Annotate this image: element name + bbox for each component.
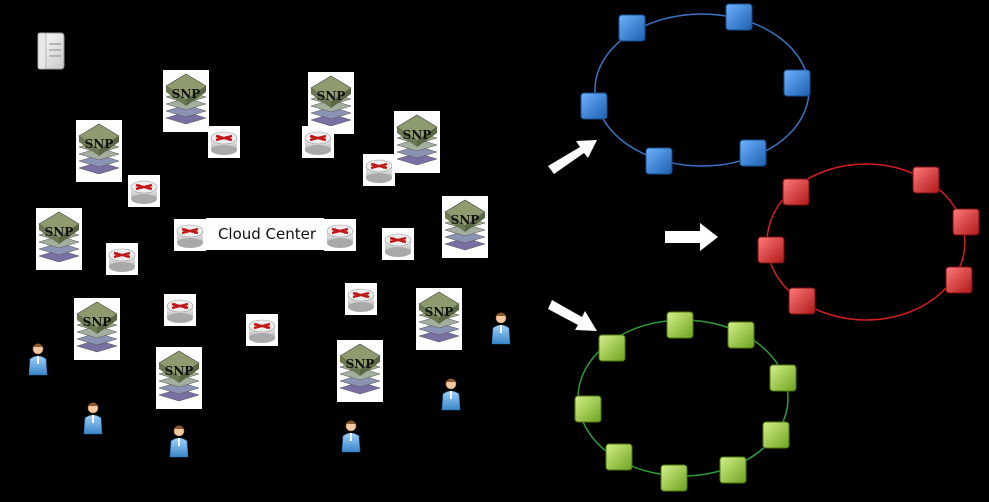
red-ring-node xyxy=(757,236,785,264)
green-ring-node xyxy=(605,443,633,471)
blue-ring-node xyxy=(725,3,753,31)
router-icon xyxy=(246,314,278,346)
cloud-center: Cloud Center xyxy=(206,218,324,250)
blue-ring-node xyxy=(618,14,646,42)
green-ring-node xyxy=(666,311,694,339)
router-icon xyxy=(324,219,356,251)
red-ring-node xyxy=(952,208,980,236)
snp-label: SNP xyxy=(165,364,194,378)
green-ring-node xyxy=(769,364,797,392)
router-icon xyxy=(174,219,206,251)
arrow-to-red-ring xyxy=(665,223,718,251)
user-icon xyxy=(28,343,48,376)
green-ring-node xyxy=(598,334,626,362)
user-icon xyxy=(341,420,361,453)
snp-node: SNP xyxy=(156,347,202,409)
red-ring-node xyxy=(945,266,973,294)
user-icon xyxy=(491,312,511,345)
router-icon xyxy=(382,228,414,260)
arrow-to-blue-ring xyxy=(548,140,597,174)
blue-ring-node xyxy=(580,92,608,120)
snp-node: SNP xyxy=(36,208,82,270)
cloud-center-label: Cloud Center xyxy=(218,225,317,243)
router-icon xyxy=(345,283,377,315)
snp-node: SNP xyxy=(442,196,488,258)
red-ring-node xyxy=(912,166,940,194)
red-ring-node xyxy=(782,178,810,206)
router-icon xyxy=(302,126,334,158)
green-ring-node xyxy=(762,421,790,449)
arrow-to-green-ring xyxy=(548,300,597,331)
snp-node: SNP xyxy=(163,70,209,132)
user-icon xyxy=(169,425,189,458)
router-icon xyxy=(106,243,138,275)
router-icon xyxy=(128,175,160,207)
blue-ring-node xyxy=(645,147,673,175)
snp-node: SNP xyxy=(416,288,462,350)
blue-ring-node xyxy=(739,139,767,167)
green-ring-node xyxy=(727,321,755,349)
router-icon xyxy=(208,126,240,158)
user-icon xyxy=(83,402,103,435)
green-ring-node xyxy=(574,395,602,423)
green-ring-node xyxy=(660,464,688,492)
snp-node: SNP xyxy=(76,120,122,182)
router-icon xyxy=(363,154,395,186)
snp-label: SNP xyxy=(425,305,454,319)
red-ring-node xyxy=(788,287,816,315)
snp-label: SNP xyxy=(45,225,74,239)
snp-label: SNP xyxy=(83,315,112,329)
snp-label: SNP xyxy=(451,213,480,227)
snp-label: SNP xyxy=(317,89,346,103)
snp-label: SNP xyxy=(172,87,201,101)
blue-ring-node xyxy=(783,69,811,97)
snp-node: SNP xyxy=(394,111,440,173)
router-icon xyxy=(164,294,196,326)
green-ring-node xyxy=(719,456,747,484)
snp-node: SNP xyxy=(74,298,120,360)
snp-node: SNP xyxy=(337,340,383,402)
snp-label: SNP xyxy=(403,128,432,142)
snp-label: SNP xyxy=(85,137,114,151)
user-icon xyxy=(441,378,461,411)
snp-label: SNP xyxy=(346,357,375,371)
server-icon xyxy=(37,32,65,70)
snp-node: SNP xyxy=(308,72,354,134)
